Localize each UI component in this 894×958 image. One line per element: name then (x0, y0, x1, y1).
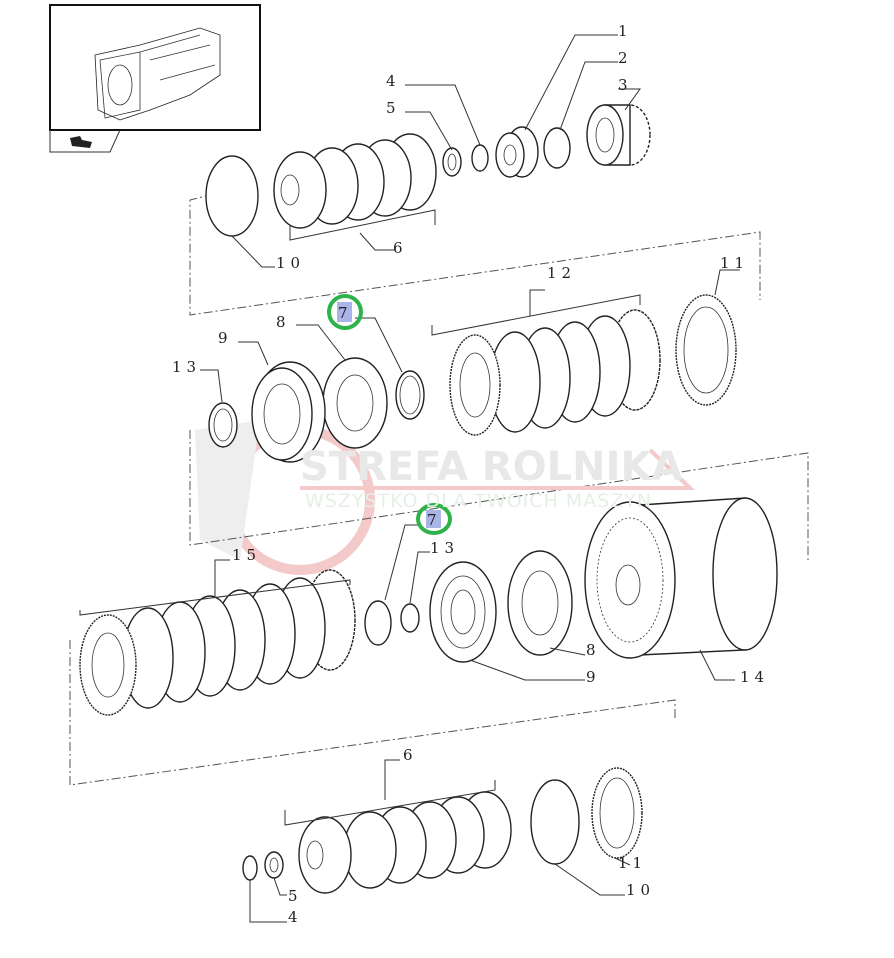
watermark: STREFA ROLNIKA WSZYSTKO DLA TWOICH MASZY… (300, 444, 696, 512)
part-11-friction-disc-bottom[interactable] (591, 767, 643, 859)
part-2-snap-ring[interactable] (543, 127, 571, 169)
part-7-ring-lower[interactable] (364, 600, 392, 646)
callout-8-lower[interactable]: 8 (586, 641, 601, 659)
part-7-ring-upper[interactable] (395, 370, 425, 420)
callout-9-upper[interactable]: 9 (218, 329, 233, 347)
part-13-seal-lower[interactable] (400, 603, 420, 633)
part-4-snap-ring[interactable] (471, 144, 489, 172)
callout-11-bottom[interactable]: 11 (618, 854, 647, 872)
part-6-spring-stack-bottom[interactable] (298, 791, 512, 894)
part-10-circlip-top[interactable] (205, 155, 259, 237)
callout-13-upper[interactable]: 13 (172, 358, 201, 376)
callout-1[interactable]: 1 (618, 22, 633, 40)
part-12-disc-pack[interactable] (449, 309, 661, 436)
callout-5-top[interactable]: 5 (386, 99, 401, 117)
callout-8-upper[interactable]: 8 (276, 313, 291, 331)
watermark-slogan: WSZYSTKO DLA TWOICH MASZYN (305, 490, 652, 512)
callout-6-top[interactable]: 6 (393, 239, 408, 257)
inset-thumbnail[interactable] (49, 4, 261, 153)
callout-4-bottom[interactable]: 4 (288, 908, 303, 926)
callout-14[interactable]: 14 (740, 668, 769, 686)
callout-4-top[interactable]: 4 (386, 72, 401, 90)
callout-2[interactable]: 2 (618, 49, 633, 67)
callout-5-bottom[interactable]: 5 (288, 887, 303, 905)
highlight-callout-7-lower[interactable] (416, 503, 452, 535)
part-5-washer-bottom[interactable] (264, 851, 284, 879)
part-9-piston-lower[interactable] (429, 561, 497, 663)
part-10-circlip-bottom[interactable] (530, 779, 580, 865)
callout-labels: 1 2 3 4 5 6 10 12 11 7 8 9 13 15 7 13 8 … (172, 22, 769, 926)
watermark-brand: STREFA ROLNIKA (300, 444, 682, 490)
part-9-piston-upper[interactable] (251, 361, 326, 463)
callout-12[interactable]: 12 (547, 264, 576, 282)
navigation-arrow-icon (70, 136, 92, 148)
part-5-washer[interactable] (442, 147, 462, 177)
callout-6-bottom[interactable]: 6 (403, 746, 418, 764)
part-3-gear[interactable] (586, 104, 651, 166)
callout-7-lower[interactable]: 7 (427, 511, 442, 529)
callout-11-top[interactable]: 11 (720, 254, 749, 272)
part-8-plate-upper[interactable] (322, 357, 388, 449)
part-15-disc-pack[interactable] (79, 569, 356, 716)
callout-10-top[interactable]: 10 (276, 254, 305, 272)
part-6-spring-stack-top[interactable] (273, 133, 437, 229)
callout-13-lower[interactable]: 13 (430, 539, 459, 557)
callout-9-lower[interactable]: 9 (586, 668, 601, 686)
part-4-snap-ring-bottom[interactable] (242, 855, 258, 881)
callout-3[interactable]: 3 (618, 76, 633, 94)
part-14-drum[interactable] (584, 497, 778, 659)
callout-10-bottom[interactable]: 10 (626, 881, 655, 899)
callout-15[interactable]: 15 (232, 546, 261, 564)
leader-lines (79, 34, 740, 923)
part-8-plate-lower[interactable] (507, 550, 573, 656)
highlight-callout-7-upper[interactable] (327, 294, 363, 330)
part-13-seal-upper[interactable] (208, 402, 238, 448)
callout-7-upper[interactable]: 7 (338, 304, 353, 322)
part-1-hub[interactable] (495, 126, 539, 178)
part-11-friction-disc-top[interactable] (675, 294, 737, 406)
